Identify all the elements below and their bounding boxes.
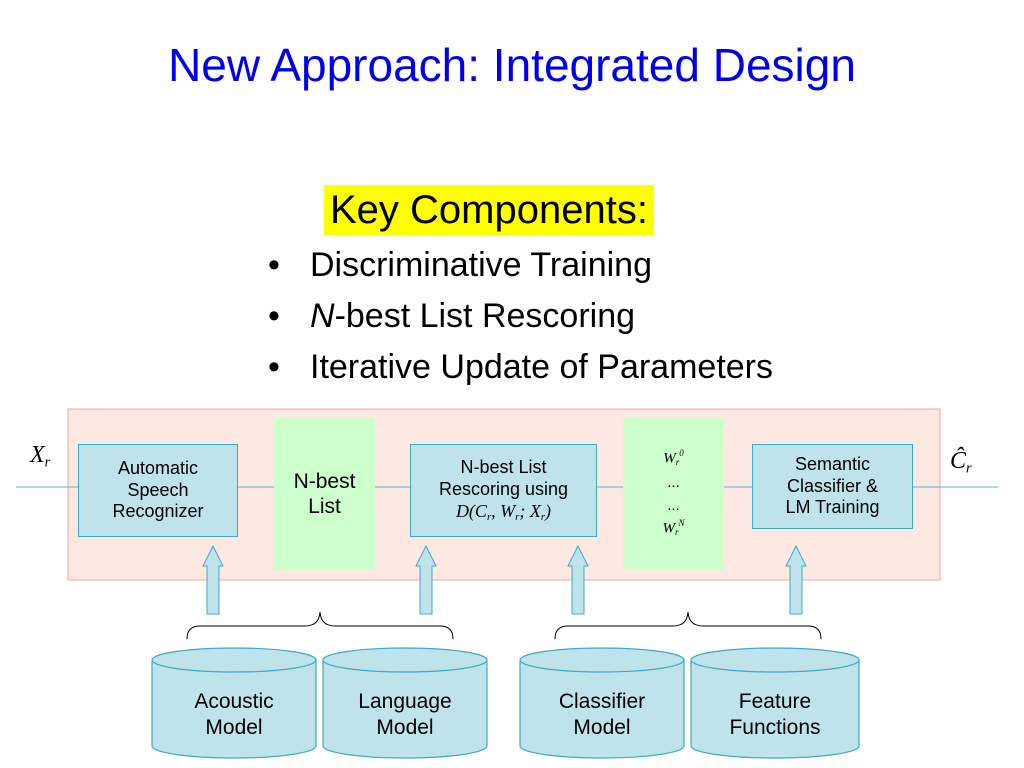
hyp-dots-1: ... xyxy=(667,473,680,491)
classifier-box: Semantic Classifier & LM Training xyxy=(752,444,913,529)
cylinder-feature-functions xyxy=(690,647,860,759)
rescoring-box: N-best List Rescoring using D(Cr, Wr; Xr… xyxy=(410,444,597,537)
cylinder-acoustic-model xyxy=(151,647,317,759)
page-title: New Approach: Integrated Design xyxy=(168,39,856,91)
nbest-list-box: N-best List xyxy=(274,418,375,570)
bullet-text: -best List Rescoring xyxy=(334,297,636,335)
asr-line1: Automatic xyxy=(117,458,199,479)
arrow-language xyxy=(415,544,437,615)
hyp-top: Wr0 xyxy=(663,448,684,468)
output-var-sub: r xyxy=(966,460,972,477)
asr-box: Automatic Speech Recognizer xyxy=(78,444,238,537)
arrow-classifier xyxy=(567,544,589,615)
rescoring-line2: Rescoring using xyxy=(438,478,569,499)
bullet-glyph: • xyxy=(268,246,280,284)
arrow-acoustic xyxy=(202,544,224,615)
asr-line2: Speech xyxy=(127,479,189,500)
bullet-text: Discriminative Training xyxy=(310,246,652,284)
bullet-text: Iterative Update of Parameters xyxy=(310,348,774,386)
rescoring-line1: N-best List xyxy=(460,457,547,478)
classifier-line1: Semantic xyxy=(794,454,871,475)
brace-left xyxy=(186,611,454,640)
asr-line3: Recognizer xyxy=(112,501,204,522)
arrow-feature xyxy=(785,544,807,615)
input-var-base: X xyxy=(30,442,45,468)
bullet-glyph: • xyxy=(268,297,280,335)
bullet-discriminative-training: • Discriminative Training xyxy=(268,248,652,282)
key-components-heading: Key Components: xyxy=(324,185,654,235)
hyp-dots-2: ... xyxy=(667,497,680,514)
bullet-emphasis: N xyxy=(310,297,335,335)
bullet-glyph: • xyxy=(268,348,280,386)
nbest-list-line2: List xyxy=(308,495,341,518)
nbest-list-line1: N-best xyxy=(293,469,356,493)
output-variable: Ĉr xyxy=(950,448,972,477)
bullet-nbest-rescoring: • N-best List Rescoring xyxy=(268,299,635,333)
input-variable: Xr xyxy=(30,442,50,471)
input-var-sub: r xyxy=(44,454,51,471)
bullet-iterative-update: • Iterative Update of Parameters xyxy=(268,350,773,384)
cylinder-classifier-model xyxy=(519,647,685,759)
classifier-line3: LM Training xyxy=(785,497,880,518)
rescoring-formula: D(Cr, Wr; Xr) xyxy=(455,500,552,523)
hyp-bottom: WrN xyxy=(662,518,685,538)
classifier-line2: Classifier & xyxy=(786,475,878,496)
output-var-base: Ĉ xyxy=(950,448,967,474)
hypotheses-box: Wr0 ... ... WrN xyxy=(623,418,724,570)
cylinder-language-model xyxy=(322,647,488,759)
brace-right xyxy=(554,611,822,640)
